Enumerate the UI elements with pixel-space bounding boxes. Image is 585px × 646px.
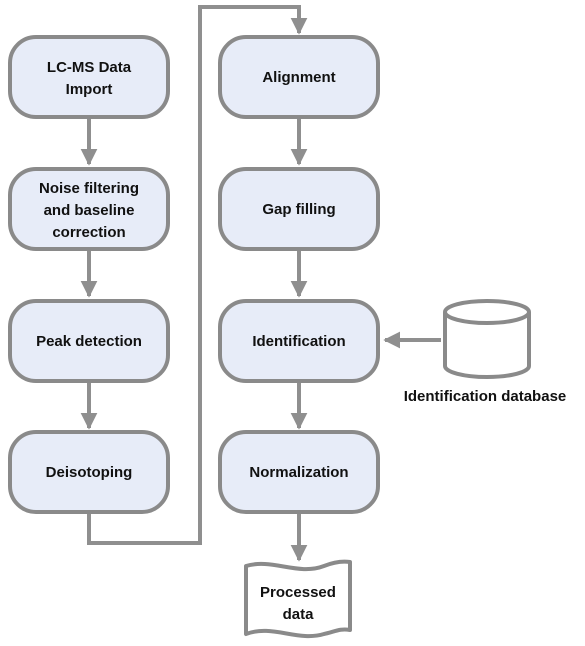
step-gap-filling: Gap filling (218, 167, 380, 251)
step-label: Noise filtering (39, 180, 139, 197)
step-identification: Identification (218, 299, 380, 383)
step-label: correction (52, 224, 125, 241)
step-label: Deisotoping (46, 464, 133, 481)
step-normalization: Normalization (218, 430, 380, 514)
step-noise-filtering: Noise filtering and baseline correction (8, 167, 170, 251)
database-label: Identification database (404, 388, 567, 405)
step-label: Import (66, 81, 113, 98)
step-label: Gap filling (262, 201, 335, 218)
step-alignment: Alignment (218, 35, 380, 119)
output-label: Processed (260, 584, 336, 601)
step-label: LC-MS Data (47, 59, 132, 76)
step-label: Alignment (262, 69, 335, 86)
database-icon (443, 299, 531, 379)
step-label: and baseline (44, 202, 135, 219)
step-lc-ms-data-import: LC-MS Data Import (8, 35, 170, 119)
output-label: data (283, 606, 315, 623)
step-peak-detection: Peak detection (8, 299, 170, 383)
document-icon (244, 559, 352, 639)
step-label: Peak detection (36, 333, 142, 350)
step-label: Identification (252, 333, 345, 350)
connector-deiso-to-alignment (87, 5, 308, 545)
step-deisotoping: Deisotoping (8, 430, 170, 514)
step-label: Normalization (249, 464, 348, 481)
